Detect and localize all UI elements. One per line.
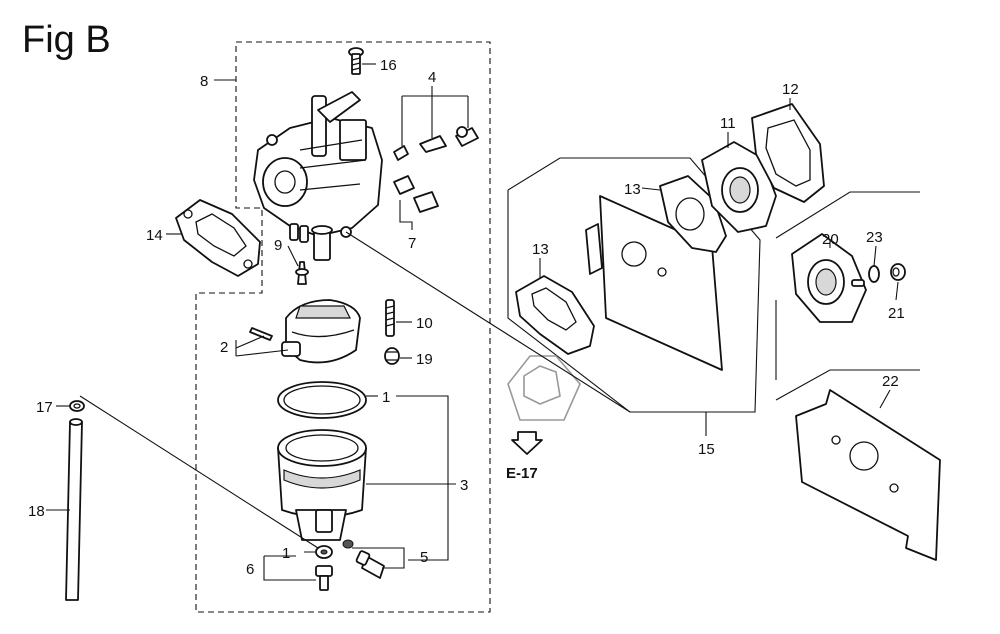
screw-set-4: [393, 126, 479, 161]
gasket-22: [795, 389, 941, 561]
callout-23: 23: [866, 229, 883, 246]
o-ring-1: [277, 381, 367, 419]
callout-1-upper: 1: [382, 389, 390, 406]
insulator-20: [791, 233, 867, 323]
clip-17: [69, 400, 85, 412]
callout-14: 14: [146, 227, 163, 244]
leader-6: [263, 551, 316, 581]
callout-12: 12: [782, 81, 799, 98]
callout-10: 10: [416, 315, 433, 332]
callout-9: 9: [274, 237, 282, 254]
leader-23: [873, 245, 877, 267]
gasket-13-upper: [659, 175, 727, 253]
right-group-boundary-lines: [507, 157, 761, 413]
callout-3: 3: [460, 477, 468, 494]
callout-11: 11: [720, 115, 736, 132]
leader-13-upper: [641, 187, 661, 191]
far-right-upper-boundary: [775, 191, 920, 239]
leader-7: [399, 200, 413, 230]
reference-arrow: [511, 431, 543, 455]
leader-5: [352, 547, 405, 569]
callout-20: 20: [822, 231, 839, 248]
callout-17: 17: [36, 399, 53, 416]
carburetor-group-boundary: [195, 41, 491, 613]
callout-16: 16: [380, 57, 397, 74]
drain-screw-5: [342, 539, 385, 579]
leader-21: [895, 281, 899, 301]
drain-tube-18: [65, 418, 83, 601]
reference-e17: E-17: [506, 465, 538, 482]
gasket-12: [751, 103, 825, 203]
washer-1: [315, 545, 333, 559]
callout-22: 22: [882, 373, 899, 390]
figure-title: Fig B: [22, 19, 111, 61]
nut-19: [384, 347, 400, 365]
part-21: [890, 263, 906, 281]
callout-21: 21: [888, 305, 905, 322]
callout-15: 15: [698, 441, 715, 458]
leader-22: [879, 389, 891, 409]
gasket-14: [175, 199, 261, 277]
float-2: [281, 299, 361, 364]
carb-to-insulator-line: [345, 231, 631, 413]
leader-9: [287, 245, 299, 267]
main-jet-10: [385, 299, 395, 337]
callout-19: 19: [416, 351, 433, 368]
leader-3: [366, 395, 456, 561]
carburetor-body: [253, 91, 383, 261]
leader-4: [401, 86, 469, 146]
callout-4: 4: [428, 69, 436, 86]
callout-2: 2: [220, 339, 228, 356]
screw-set-7: [393, 175, 439, 213]
callout-13-upper: 13: [624, 181, 641, 198]
callout-5: 5: [420, 549, 428, 566]
insulator-11: [701, 141, 777, 233]
callout-6: 6: [246, 561, 254, 578]
callout-13-lower: 13: [532, 241, 549, 258]
clip-leader-line: [79, 395, 319, 549]
pin-2: [249, 327, 273, 341]
leader-2: [235, 335, 289, 357]
callout-18: 18: [28, 503, 45, 520]
drain-bolt-6: [315, 565, 333, 591]
callout-1-lower: 1: [282, 545, 290, 562]
gasket-13-lower: [515, 275, 595, 355]
ghost-gasket-reference: [507, 355, 581, 421]
screw-16: [348, 47, 364, 75]
callout-8: 8: [200, 73, 208, 90]
callout-7: 7: [408, 235, 416, 252]
float-chamber-3: [277, 429, 367, 541]
far-right-lower-boundary: [775, 369, 920, 401]
needle-9: [295, 261, 309, 285]
part-23: [868, 265, 880, 283]
